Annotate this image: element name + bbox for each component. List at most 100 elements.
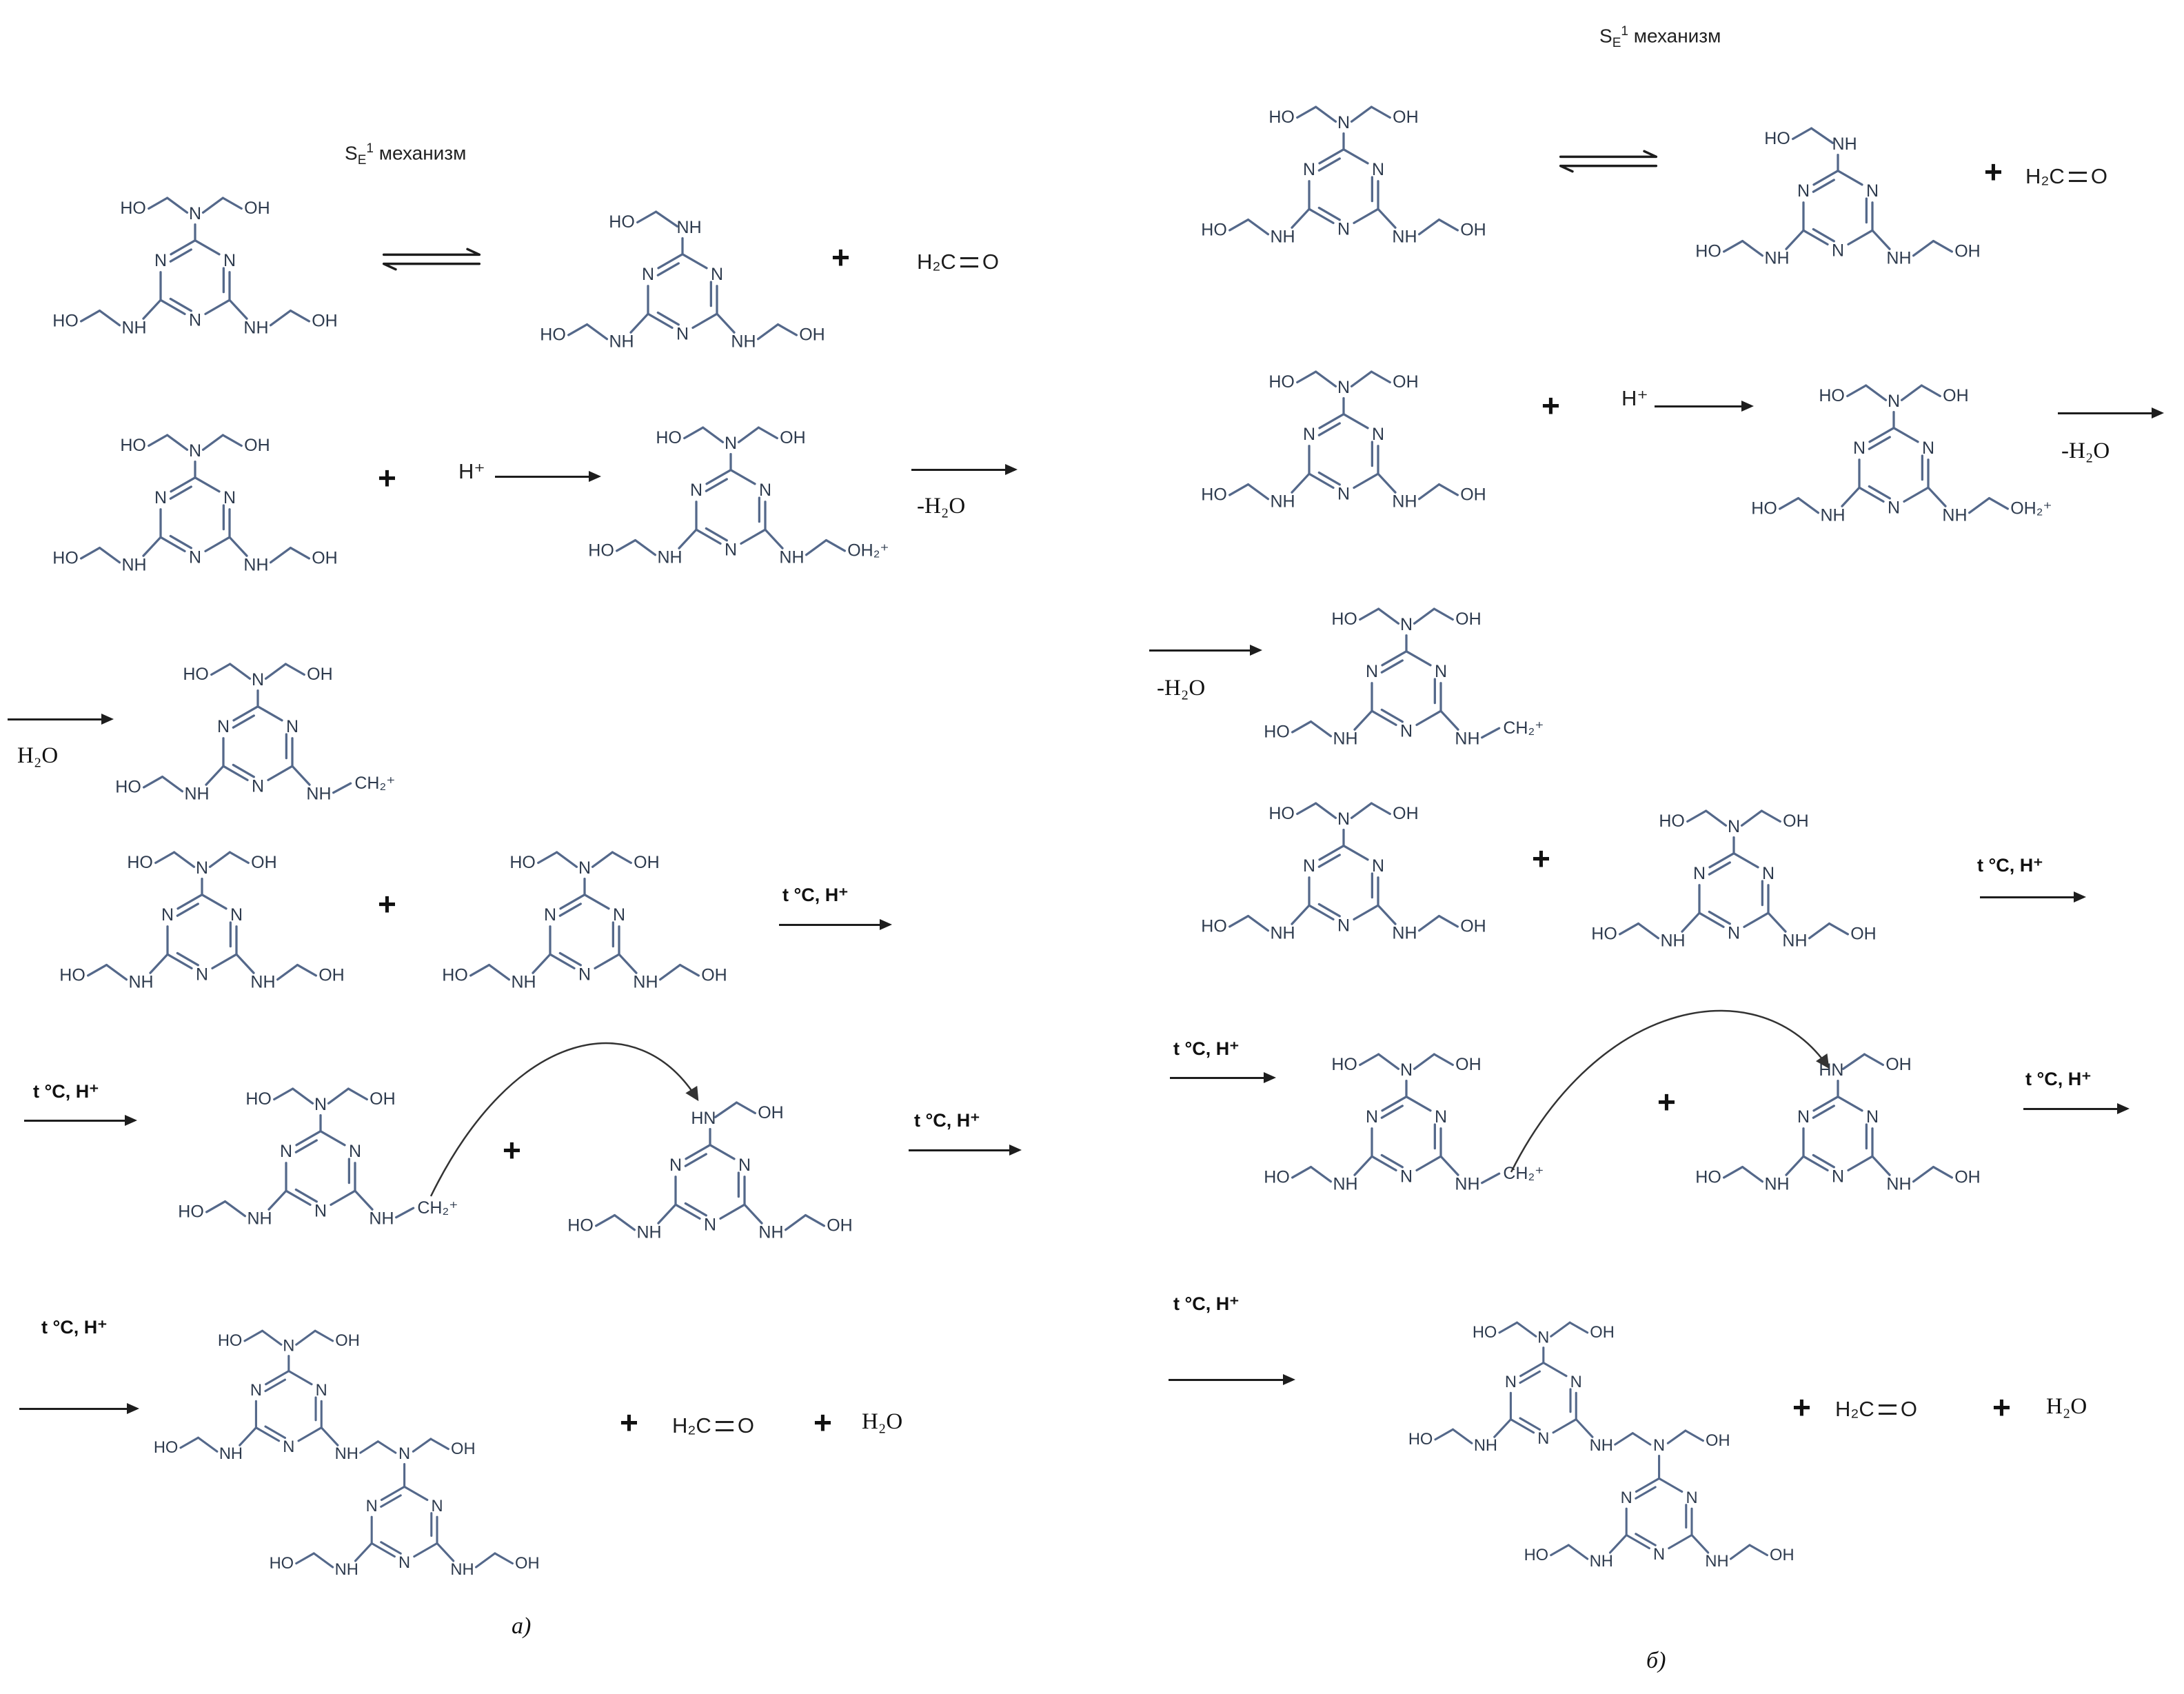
svg-text:OH: OH bbox=[1954, 242, 1981, 261]
svg-text:N: N bbox=[1797, 1107, 1810, 1127]
svg-text:OH: OH bbox=[1460, 221, 1486, 240]
svg-text:HO: HO bbox=[588, 541, 614, 561]
minus-water-label: -H₂O bbox=[1157, 676, 1206, 700]
svg-text:N: N bbox=[314, 1202, 327, 1221]
svg-text:HO: HO bbox=[540, 325, 566, 345]
svg-text:N: N bbox=[161, 905, 174, 925]
svg-text:NH: NH bbox=[1705, 1553, 1728, 1571]
svg-text:N: N bbox=[250, 1382, 262, 1400]
formaldehyde-o: O bbox=[1900, 1397, 1917, 1421]
svg-text:N: N bbox=[1888, 392, 1900, 411]
svg-text:N: N bbox=[189, 204, 201, 223]
minus-water-label: -H₂O bbox=[2061, 438, 2110, 463]
svg-text:NH: NH bbox=[128, 972, 153, 991]
svg-text:N: N bbox=[1337, 378, 1350, 397]
svg-text:N: N bbox=[669, 1156, 682, 1175]
svg-text:CH₂⁺: CH₂⁺ bbox=[1503, 1164, 1544, 1183]
svg-text:OH: OH bbox=[1770, 1546, 1794, 1564]
reaction-arrow bbox=[1169, 1374, 1295, 1385]
svg-text:N: N bbox=[154, 251, 167, 270]
svg-text:HN: HN bbox=[691, 1109, 716, 1128]
svg-text:NH: NH bbox=[1455, 729, 1479, 748]
svg-text:N: N bbox=[1686, 1489, 1697, 1507]
svg-text:NH: NH bbox=[1270, 492, 1295, 511]
double-bond-icon bbox=[1878, 1404, 1897, 1415]
svg-text:OH: OH bbox=[1590, 1324, 1615, 1342]
reaction-arrow bbox=[779, 919, 892, 930]
svg-text:N: N bbox=[1537, 1329, 1549, 1347]
svg-text:OH: OH bbox=[335, 1332, 360, 1350]
svg-text:NH: NH bbox=[1474, 1437, 1497, 1455]
svg-text:HO: HO bbox=[1524, 1546, 1549, 1564]
svg-text:N: N bbox=[1505, 1373, 1517, 1391]
svg-text:HO: HO bbox=[442, 966, 468, 985]
svg-text:N: N bbox=[316, 1382, 327, 1400]
svg-text:OH: OH bbox=[1954, 1168, 1981, 1187]
svg-text:HO: HO bbox=[1695, 242, 1721, 261]
reaction-arrow bbox=[1149, 645, 1262, 656]
svg-text:NH: NH bbox=[243, 318, 268, 337]
svg-text:N: N bbox=[1435, 1107, 1447, 1127]
svg-text:N: N bbox=[217, 717, 230, 736]
svg-text:HO: HO bbox=[218, 1332, 243, 1350]
svg-text:N: N bbox=[314, 1095, 327, 1114]
svg-text:HO: HO bbox=[1264, 1168, 1290, 1187]
svg-text:OH: OH bbox=[251, 853, 277, 872]
svg-text:N: N bbox=[196, 965, 208, 985]
svg-text:N: N bbox=[1303, 425, 1315, 444]
svg-text:HO: HO bbox=[656, 428, 682, 447]
condition-label: t °C, H⁺ bbox=[1173, 1293, 1240, 1314]
reaction-arrow bbox=[1170, 1072, 1276, 1083]
svg-text:N: N bbox=[711, 265, 723, 284]
reaction-arrow bbox=[1655, 401, 1754, 412]
svg-text:NH: NH bbox=[247, 1209, 272, 1228]
svg-text:N: N bbox=[642, 265, 654, 284]
svg-text:OH: OH bbox=[318, 966, 345, 985]
plus-sign: + bbox=[1984, 154, 2003, 190]
svg-text:CH₂⁺: CH₂⁺ bbox=[354, 774, 395, 793]
equilibrium-arrow bbox=[1559, 150, 1658, 173]
svg-text:NH: NH bbox=[121, 555, 146, 574]
svg-text:NH: NH bbox=[677, 218, 702, 237]
svg-text:NH: NH bbox=[369, 1209, 394, 1228]
svg-text:HO: HO bbox=[1201, 485, 1227, 505]
svg-text:OH: OH bbox=[1850, 925, 1877, 944]
svg-text:OH: OH bbox=[307, 665, 333, 684]
svg-text:N: N bbox=[398, 1445, 410, 1463]
reaction-arrow bbox=[8, 714, 114, 725]
svg-text:NH: NH bbox=[1782, 931, 1807, 950]
svg-text:HO: HO bbox=[1268, 108, 1295, 127]
svg-text:NH: NH bbox=[1942, 505, 1967, 525]
svg-text:N: N bbox=[252, 670, 264, 689]
svg-text:N: N bbox=[230, 905, 243, 925]
svg-text:HO: HO bbox=[1659, 811, 1685, 831]
svg-text:NH: NH bbox=[731, 332, 756, 351]
svg-text:N: N bbox=[1797, 181, 1810, 201]
svg-text:OH₂⁺: OH₂⁺ bbox=[847, 541, 889, 561]
svg-text:N: N bbox=[1922, 438, 1934, 458]
svg-text:N: N bbox=[1400, 615, 1413, 634]
svg-text:N: N bbox=[1337, 220, 1350, 239]
plus-sign: + bbox=[1541, 387, 1560, 423]
formaldehyde-h2c: H₂C bbox=[917, 250, 956, 274]
svg-text:OH: OH bbox=[1943, 386, 1969, 405]
svg-text:HO: HO bbox=[1591, 925, 1617, 944]
svg-text:N: N bbox=[1570, 1373, 1582, 1391]
svg-text:NH: NH bbox=[511, 972, 536, 991]
svg-text:N: N bbox=[252, 777, 264, 796]
svg-text:OH: OH bbox=[370, 1089, 396, 1109]
svg-text:HO: HO bbox=[115, 778, 141, 797]
svg-text:OH: OH bbox=[634, 853, 660, 872]
svg-text:N: N bbox=[154, 488, 167, 507]
mechanism-title-left: SE1 механизм bbox=[345, 141, 467, 168]
svg-text:OH: OH bbox=[1885, 1055, 1912, 1074]
svg-text:OH: OH bbox=[799, 325, 825, 345]
svg-text:NH: NH bbox=[633, 972, 658, 991]
svg-text:NH: NH bbox=[1886, 1174, 1911, 1193]
svg-text:OH: OH bbox=[1460, 485, 1486, 505]
